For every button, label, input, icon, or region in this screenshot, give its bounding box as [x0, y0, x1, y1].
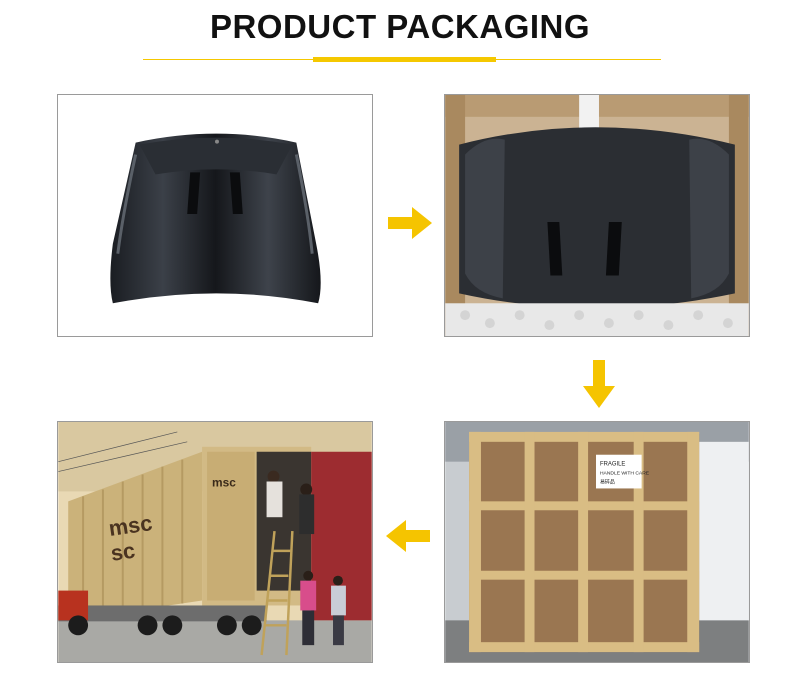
- container-loading-photo: msc sc msc: [57, 421, 373, 663]
- container-brand-front: msc: [212, 475, 236, 489]
- page-title: PRODUCT PACKAGING: [209, 8, 591, 45]
- arrow-down-icon: [581, 358, 617, 410]
- crate-label-line1: FRAGILE: [600, 462, 625, 468]
- container-brand-bottom: sc: [109, 538, 136, 566]
- hood-in-box-image: [445, 95, 749, 336]
- car-hood-image: [58, 95, 372, 336]
- wooden-crate-photo: FRAGILE HANDLE WITH CARE 易碎品: [444, 421, 750, 663]
- crate-label-line2: HANDLE WITH CARE: [600, 471, 650, 477]
- crate-label-line3: 易碎品: [600, 478, 615, 485]
- wooden-crate-image: FRAGILE HANDLE WITH CARE 易碎品: [445, 422, 749, 662]
- product-photo-hood: [57, 94, 373, 337]
- arrow-right-icon: [386, 205, 434, 241]
- container-brand-top: msc: [107, 510, 154, 541]
- arrow-left-icon: [384, 518, 432, 554]
- shipping-container-image: msc sc msc: [58, 422, 372, 662]
- title-rule-accent: [313, 57, 496, 62]
- packed-hood-photo: [444, 94, 750, 337]
